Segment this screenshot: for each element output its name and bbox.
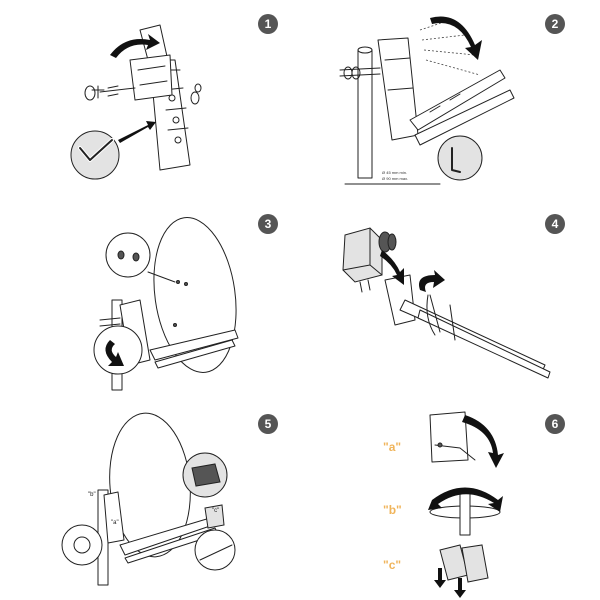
- step-6-label-b: "b": [383, 503, 402, 517]
- step-badge: 5: [258, 414, 278, 434]
- step-6-label-a: "a": [383, 440, 402, 454]
- pole-diameter-max: Ø 90 mm max.: [382, 176, 409, 181]
- label-a: "a": [111, 520, 119, 526]
- step-badge: 1: [258, 14, 278, 34]
- step-badge: 4: [545, 214, 565, 234]
- hex-key-inset-circle: [437, 135, 483, 181]
- step-4-illustration: [342, 227, 551, 379]
- elevation-arrow-icon: [462, 415, 504, 468]
- nut-detail-inset-circle: [93, 325, 143, 375]
- step-2-panel: Ø 45 mm min. Ø 90 mm max. 2: [300, 0, 600, 200]
- step-5-illustration: [61, 412, 236, 586]
- step-1-panel: 1: [0, 0, 300, 200]
- step-3-illustration: [93, 217, 239, 391]
- label-c: "c": [212, 508, 220, 514]
- rotate-arrow-icon: [110, 34, 160, 58]
- lnb-unit: [342, 227, 383, 283]
- step-3-panel: 3: [0, 200, 300, 400]
- satellite-dish: [153, 217, 237, 373]
- bolt-detail-inset-circle: [105, 232, 151, 278]
- insert-arrow-icon: [380, 250, 404, 285]
- step-4-panel: 4: [300, 200, 600, 400]
- step-6-illustration: [428, 411, 504, 598]
- lnb-skew-right: [461, 544, 489, 583]
- scale-detail-inset-circle: [194, 529, 236, 571]
- label-b: "b": [88, 492, 96, 498]
- step-5-panel: "b" "a" "c" 5: [0, 400, 300, 600]
- pole-diameter-min: Ø 45 mm min.: [382, 170, 408, 175]
- step-1-illustration: [70, 24, 202, 180]
- bracket-detail-inset-circle: [61, 524, 103, 566]
- step-badge: 6: [545, 414, 565, 434]
- step-badge: 2: [545, 14, 565, 34]
- step-6-label-c: "c": [383, 558, 402, 572]
- step-2-illustration: [339, 16, 515, 185]
- rotate-arrow-icon: [419, 270, 445, 292]
- azimuth-arrow-icon: [428, 487, 503, 512]
- step-badge: 3: [258, 214, 278, 234]
- step-6-panel: "a" "b" "c" 6: [300, 400, 600, 600]
- tilt-arrow-icon: [430, 16, 482, 60]
